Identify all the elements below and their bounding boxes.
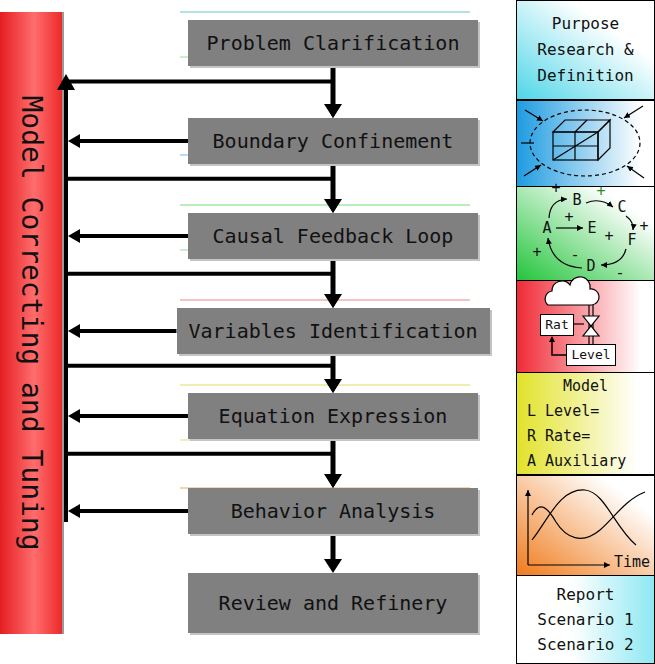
flow-arrow — [80, 509, 188, 513]
flow-arrow — [66, 274, 333, 296]
process-box: Behavior Analysis — [188, 488, 478, 534]
process-box-text: Review and Refinery — [219, 591, 448, 615]
stage-panel-text: Report — [557, 582, 615, 607]
stage-panel — [517, 101, 655, 187]
process-box: Variables Identification — [177, 308, 490, 354]
boundary-sketch — [598, 120, 610, 160]
stock-flow-sketch — [545, 277, 599, 305]
level-box: Level — [566, 344, 616, 366]
behavior-graph — [528, 564, 610, 565]
boundary-sketch — [524, 165, 541, 176]
flow-arrow — [552, 342, 566, 355]
boundary-sketch — [521, 142, 534, 143]
flow-arrow — [80, 329, 177, 333]
flow-arrow — [80, 139, 188, 143]
process-box: Review and Refinery — [188, 573, 478, 633]
stage-panel-text: L Level= — [517, 399, 654, 424]
stage-panel-text: R Rate= — [517, 424, 654, 449]
loop-sign: + — [551, 180, 560, 196]
process-box-text: Equation Expression — [219, 404, 448, 428]
loop-sign: E — [587, 220, 596, 236]
feedback-bar-text: Model Correcting and Tuning — [15, 95, 47, 550]
boundary-sketch — [553, 132, 598, 160]
rate-box: Rat — [540, 314, 574, 336]
flow-arrow — [80, 414, 188, 418]
process-box: Boundary Confinement — [188, 118, 478, 164]
accent-line — [180, 384, 470, 385]
behavior-graph — [527, 490, 528, 565]
loop-sign: D — [586, 258, 595, 274]
stage-panel-text: Scenario 2 — [537, 632, 633, 657]
accent-line — [180, 299, 470, 300]
boundary-sketch — [521, 106, 644, 178]
loop-sign: + — [596, 183, 605, 199]
process-box-text: Variables Identification — [189, 319, 478, 343]
causal-loop-sketch — [626, 216, 633, 230]
stage-panel: Purpose Research & Definition — [516, 0, 655, 100]
stage-panel — [517, 101, 655, 576]
process-box: Causal Feedback Loop — [188, 213, 478, 259]
loop-sign: A — [542, 220, 551, 236]
loop-sign: B — [572, 192, 581, 208]
feedback-bar: Model Correcting and Tuning — [0, 12, 62, 634]
loop-sign: - — [615, 265, 624, 281]
boundary-sketch — [627, 166, 644, 178]
boundary-sketch — [530, 110, 640, 176]
causal-loop-sketch — [601, 249, 626, 265]
flow-arrow — [331, 534, 336, 559]
stage-panel — [517, 187, 655, 281]
process-box: Problem Clarification — [188, 20, 478, 66]
stage-panel-text: Purpose Research & Definition — [525, 11, 646, 89]
accent-line — [180, 439, 470, 440]
stock-flow-sketch — [583, 316, 599, 326]
feedback-spine — [64, 88, 68, 522]
loop-sign: + — [639, 218, 648, 234]
stage-panel-text: Model — [517, 374, 654, 399]
process-box-text: Behavior Analysis — [231, 499, 436, 523]
stock-flow-sketch — [574, 323, 584, 324]
behavior-graph — [532, 490, 636, 545]
feedback-spine — [0, 0, 90, 664]
flow-arrow — [66, 454, 333, 476]
loop-sign: F — [627, 232, 636, 248]
causal-loop-sketch — [549, 199, 567, 218]
stage-panel-text: A Auxiliary — [517, 449, 654, 474]
loop-sign: - — [570, 247, 579, 263]
boundary-sketch — [575, 120, 587, 132]
flow-arrow — [66, 366, 333, 381]
stage-panel: ModelL Level=R Rate=A Auxiliary — [516, 372, 655, 475]
loop-sign: + — [532, 244, 541, 260]
process-box: Equation Expression — [188, 393, 478, 439]
flow-arrow — [66, 82, 333, 106]
loop-sign: + — [604, 228, 613, 244]
boundary-sketch — [553, 132, 598, 160]
causal-loop-sketch — [586, 201, 613, 207]
rate-box-text: Rat — [545, 317, 568, 333]
stage-panel: ReportScenario 1Scenario 2 — [516, 575, 655, 664]
accent-line — [180, 11, 470, 12]
boundary-sketch — [553, 120, 610, 132]
process-box-text: Causal Feedback Loop — [213, 224, 454, 248]
loop-sign: C — [617, 199, 626, 215]
feedback-spine — [57, 74, 75, 90]
boundary-sketch — [525, 110, 543, 121]
loop-sign: + — [564, 209, 573, 225]
causal-loop-sketch — [548, 238, 582, 268]
process-box-text: Problem Clarification — [207, 31, 460, 55]
boundary-sketch — [574, 132, 575, 160]
stage-panel — [517, 476, 655, 576]
boundary-sketch — [624, 106, 643, 118]
stock-flow-sketch — [583, 326, 599, 336]
behavior-graph — [532, 492, 645, 538]
stage-panel-text: Scenario 1 — [537, 607, 633, 632]
flow-arrow — [66, 179, 333, 201]
process-box-text: Boundary Confinement — [213, 129, 454, 153]
causal-loop-sketch — [556, 227, 583, 228]
axis-label: Time — [614, 554, 650, 570]
accent-line — [180, 204, 470, 205]
level-box-text: Level — [571, 347, 610, 363]
flow-arrow — [80, 234, 188, 238]
